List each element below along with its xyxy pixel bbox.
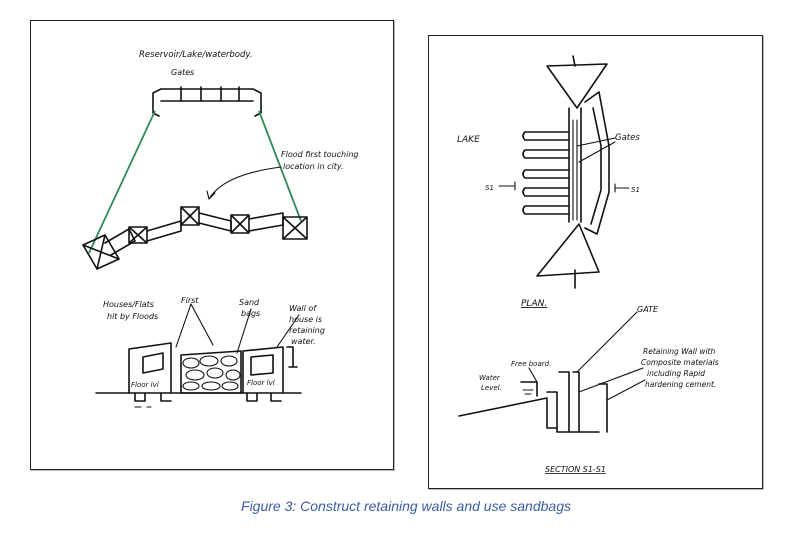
flood-pointer-arrow [208,166,282,200]
plan-drawing [498,55,630,289]
first-pointer [175,303,192,348]
city-blocks-chain [82,206,308,270]
houses-label-line1: Houses/Flats [103,300,154,309]
sand-pointer [236,308,252,354]
gates-label-right: Gates [615,133,640,143]
retaining-label-line1: Retaining Wall with [643,347,715,356]
sand-label-line1: Sand [239,298,260,307]
flood-flow-sketch: Reservoir/Lake/waterbody. Gates Flood fi… [82,50,358,408]
flood-label-line2: location in city. [283,162,344,171]
s1-right-label: S1 [631,186,640,194]
section-label: SECTION S1-S1 [545,465,606,474]
wall-label-line1: Wall of [289,304,317,313]
reservoir-gates-drawing [152,86,262,117]
floor-level-left: Floor lvl [131,381,159,389]
free-board-label: Free board. [511,360,551,368]
retaining-label-line4: hardening cement. [645,380,716,389]
sand-label-line2: bags [241,309,260,318]
left-sketch-sheet: Reservoir/Lake/waterbody. Gates Flood fi… [30,20,394,470]
lake-label: LAKE [457,135,480,145]
flood-path-lines [88,110,302,254]
houses-section-drawing [95,342,302,408]
wall-label-line4: water. [291,337,316,346]
houses-label-line2: hit by Floods [107,312,158,321]
reservoir-label: Reservoir/Lake/waterbody. [139,50,252,60]
wall-pointer [276,314,300,348]
figure-caption: Figure 3: Construct retaining walls and … [241,498,571,514]
retaining-label-line2: Composite materials [641,358,719,367]
retaining-label-line3: including Rapid [647,369,705,378]
retaining-pointer [578,367,644,393]
plan-and-section-sketch: LAKE Gates S1 S1 PLAN. GATE Free board. … [457,55,719,474]
s1-left-label: S1 [485,184,494,192]
wall-label-line2: house is [289,315,322,324]
gates-label-left: Gates [171,68,194,77]
section-drawing [458,311,646,433]
water-level-line1: Water [479,374,501,382]
wall-label-line3: retaining [289,326,325,335]
gate-pointer [576,311,638,373]
plan-label: PLAN. [521,299,547,309]
first-label: First [181,296,199,305]
gate-label: GATE [637,305,659,314]
floor-level-right: Floor lvl [247,379,275,387]
flood-label-line1: Flood first touching [281,150,358,159]
water-level-line2: Level. [481,384,502,392]
right-sketch-sheet: LAKE Gates S1 S1 PLAN. GATE Free board. … [428,35,763,489]
